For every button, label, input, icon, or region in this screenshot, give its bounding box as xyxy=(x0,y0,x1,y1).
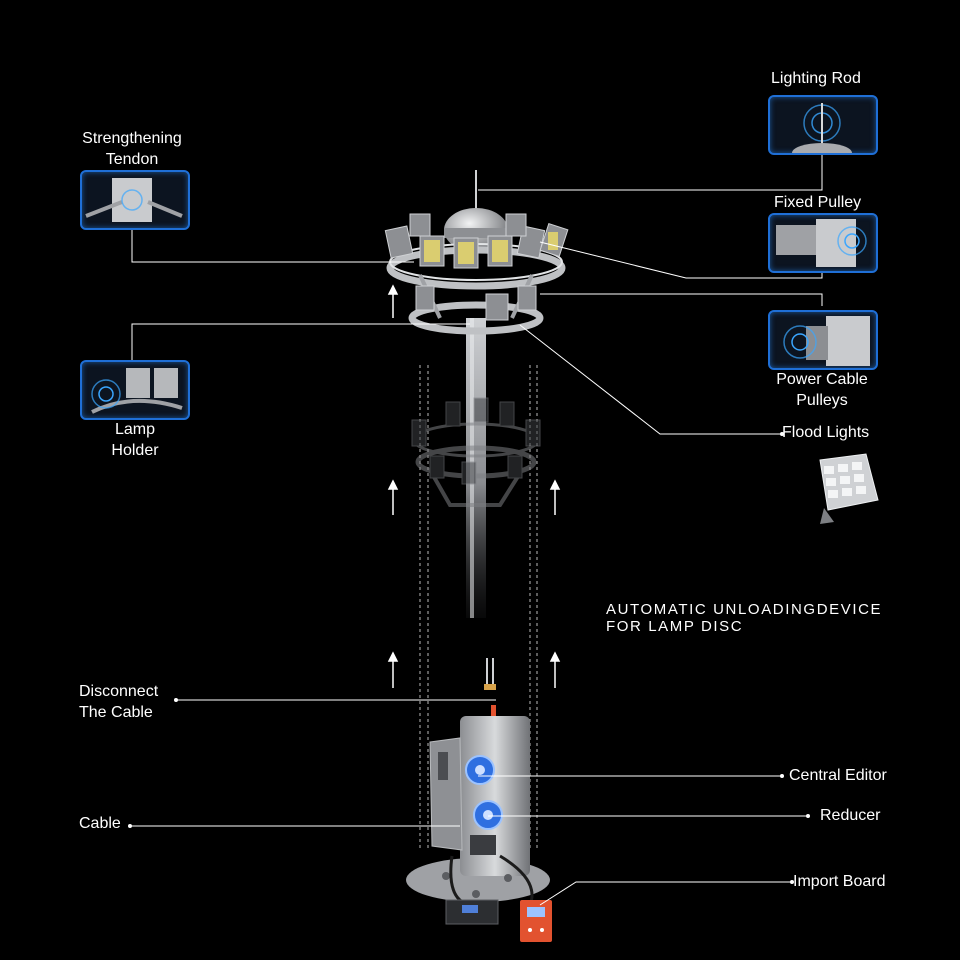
label-lamp-holder-line1: Lamp xyxy=(114,421,156,438)
up-arrows xyxy=(387,284,561,688)
ghost-lamp-disc xyxy=(411,397,541,507)
label-flood-lights: Flood Lights xyxy=(782,424,870,441)
label-fixed-pulley: Fixed Pulley xyxy=(774,194,862,211)
label-power-cable-pulleys: Power Cable Pulleys xyxy=(762,369,882,411)
label-lamp-holder-line2: Holder xyxy=(111,442,159,459)
label-central-editor: Central Editor xyxy=(789,767,887,784)
lighting-rod-thumbnail xyxy=(768,95,878,155)
fixed-pulley-thumbnail xyxy=(768,213,878,273)
leader-lines xyxy=(130,152,823,906)
label-disconnect-the-cable: Disconnect The Cable xyxy=(79,681,158,723)
flood-light-image xyxy=(819,453,879,524)
label-strengthening-tendon-line1: Strengthening xyxy=(82,130,182,147)
strengthening-tendon-thumbnail xyxy=(80,170,190,230)
label-disconnect-line1: Disconnect xyxy=(79,683,159,700)
leader-dots xyxy=(128,432,810,884)
up-arrow-icon xyxy=(549,651,561,688)
up-arrow-icon xyxy=(387,651,399,688)
power-cable-pulleys-thumbnail xyxy=(768,310,878,370)
base-cabinet xyxy=(406,716,552,942)
label-reducer: Reducer xyxy=(820,807,881,824)
label-power-cable-pulleys-line1: Power Cable xyxy=(776,371,868,388)
label-import-board: Import Board xyxy=(793,873,886,890)
lamp-disc xyxy=(384,170,569,335)
lighting-rod-detail-icon xyxy=(792,103,852,153)
heading-line1: AUTOMATIC UNLOADINGDEVICE xyxy=(606,601,883,618)
label-strengthening-tendon: Strengthening Tendon xyxy=(62,128,202,170)
label-strengthening-tendon-line2: Tendon xyxy=(105,151,159,168)
fixed-pulley-detail-icon xyxy=(776,219,867,267)
label-power-cable-pulleys-line2: Pulleys xyxy=(796,392,848,409)
label-lamp-holder: Lamp Holder xyxy=(90,419,180,461)
label-disconnect-line2: The Cable xyxy=(79,704,153,721)
diagram-heading: AUTOMATIC UNLOADINGDEVICE FOR LAMP DISC xyxy=(606,601,882,635)
label-lighting-rod: Lighting Rod xyxy=(771,70,861,87)
up-arrow-icon xyxy=(549,479,561,515)
label-cable: Cable xyxy=(79,815,121,832)
up-arrow-icon xyxy=(387,284,399,318)
heading-line2: FOR LAMP DISC xyxy=(606,618,744,635)
strengthening-tendon-detail-icon xyxy=(85,178,183,222)
lamp-holder-thumbnail xyxy=(80,360,190,420)
power-cable-pulleys-detail-icon xyxy=(783,316,870,366)
up-arrow-icon xyxy=(387,479,399,515)
lamp-holder-detail-icon xyxy=(91,368,183,414)
